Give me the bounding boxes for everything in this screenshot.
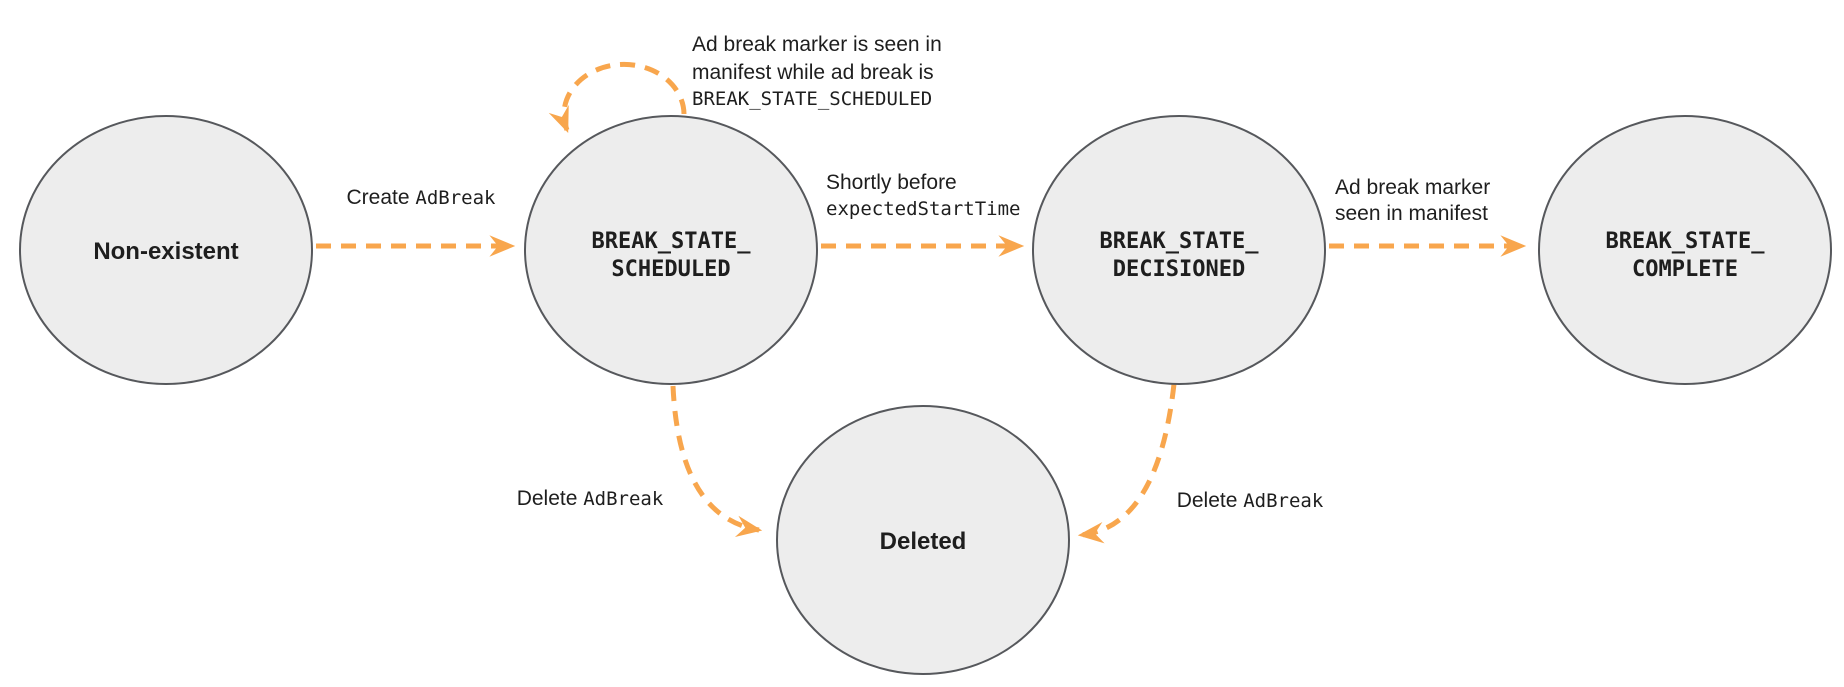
edge-label-delete-right-code: AdBreak [1243, 490, 1324, 512]
edge-decisioned-to-deleted [1077, 383, 1177, 544]
edge-label-self-loop-line2: manifest while ad break is [692, 61, 934, 84]
edge-label-marker-seen-line2: seen in manifest [1335, 202, 1488, 225]
edge-label-delete-adbreak-left: Delete AdBreak [517, 487, 664, 510]
state-label-scheduled-line2: SCHEDULED [611, 257, 730, 282]
edge-label-delete-left-plain: Delete [517, 487, 584, 510]
edge-scheduled-to-deleted [670, 385, 763, 537]
edge-label-create-adbreak: Create AdBreak [347, 186, 497, 209]
state-node-deleted [776, 405, 1070, 675]
state-label-complete-line2: COMPLETE [1632, 257, 1738, 282]
state-label-decisioned-line2: DECISIONED [1113, 257, 1245, 282]
edge-label-marker-seen-line1: Ad break marker [1335, 176, 1490, 199]
edge-label-create-code: AdBreak [415, 187, 496, 209]
edge-label-delete-adbreak-right: Delete AdBreak [1177, 489, 1324, 512]
state-label-scheduled-line1: BREAK_STATE_ [592, 229, 752, 254]
state-label-decisioned-line1: BREAK_STATE_ [1100, 229, 1260, 254]
edge-label-self-loop-line3: BREAK_STATE_SCHEDULED [692, 88, 932, 110]
edge-label-delete-right-plain: Delete [1177, 489, 1244, 512]
state-node-break-state-decisioned [1032, 115, 1326, 385]
state-node-break-state-scheduled [524, 115, 818, 385]
edge-scheduled-self-loop [548, 61, 687, 134]
state-label-deleted: Deleted [880, 528, 967, 555]
edge-label-shortly-before-line2: expectedStartTime [826, 198, 1020, 220]
state-node-break-state-complete [1538, 115, 1832, 385]
state-node-non-existent [19, 115, 313, 385]
edge-label-delete-left-code: AdBreak [583, 488, 664, 510]
state-label-non-existent: Non-existent [93, 238, 238, 265]
edge-label-create-plain: Create [347, 186, 416, 209]
state-label-complete-line1: BREAK_STATE_ [1606, 229, 1766, 254]
edge-label-self-loop-line1: Ad break marker is seen in [692, 33, 942, 56]
edge-label-shortly-before-line1: Shortly before [826, 171, 957, 194]
